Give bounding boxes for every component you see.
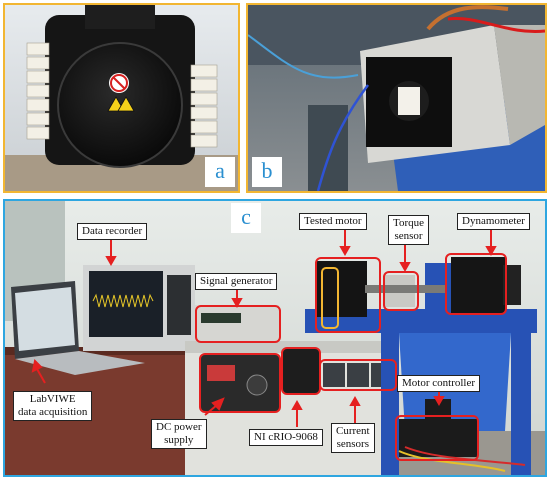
highlight-current-sensors <box>319 359 397 391</box>
label-dynamometer: Dynamometer <box>457 213 530 230</box>
label-data-recorder: Data recorder <box>77 223 148 240</box>
test-bench-photo <box>5 201 545 475</box>
label-dc-power-supply: DC power supply <box>151 419 207 449</box>
label-ni-crio: NI cRIO-9068 <box>249 429 323 446</box>
panel-tag-a: a <box>205 157 235 187</box>
panel-tag-c: c <box>231 203 261 233</box>
highlight-tested-motor <box>315 257 381 333</box>
highlight-dynamometer <box>445 253 507 315</box>
highlight-ni-crio <box>281 347 321 395</box>
label-dc-power-line-1: DC power <box>156 421 202 433</box>
highlight-motor-shaft <box>321 267 339 329</box>
label-torque-sensor-line-1: Torque <box>393 217 424 229</box>
highlight-torque-sensor <box>383 271 419 311</box>
label-tested-motor: Tested motor <box>299 213 367 230</box>
label-signal-generator: Signal generator <box>195 273 278 290</box>
label-current-sensors-line-2: sensors <box>336 438 369 450</box>
label-labview-line-2: data acquisition <box>18 406 88 418</box>
label-current-sensors: Current sensors <box>331 423 375 453</box>
panel-c-test-bench-photo: Data recorder Signal generator Tested mo… <box>3 199 547 477</box>
label-dc-power-line-2: supply <box>164 434 194 446</box>
highlight-dc-power-supply <box>199 353 281 413</box>
panel-a-motor-rear-photo: a <box>3 3 240 193</box>
panel-b-fan-photo: b <box>246 3 547 193</box>
highlight-signal-generator <box>195 305 281 343</box>
label-labview-line-1: LabVIWE <box>29 393 76 405</box>
label-torque-sensor: Torque sensor <box>388 215 429 245</box>
label-labview: LabVIWE data acquisition <box>13 391 93 421</box>
cooling-fan-photo <box>248 5 545 191</box>
panel-tag-b: b <box>252 157 282 187</box>
motor-rear-photo <box>5 5 238 191</box>
label-current-sensors-line-1: Current <box>336 425 370 437</box>
highlight-motor-controller <box>395 415 479 461</box>
label-motor-controller: Motor controller <box>397 375 481 392</box>
label-torque-sensor-line-2: sensor <box>394 230 423 242</box>
